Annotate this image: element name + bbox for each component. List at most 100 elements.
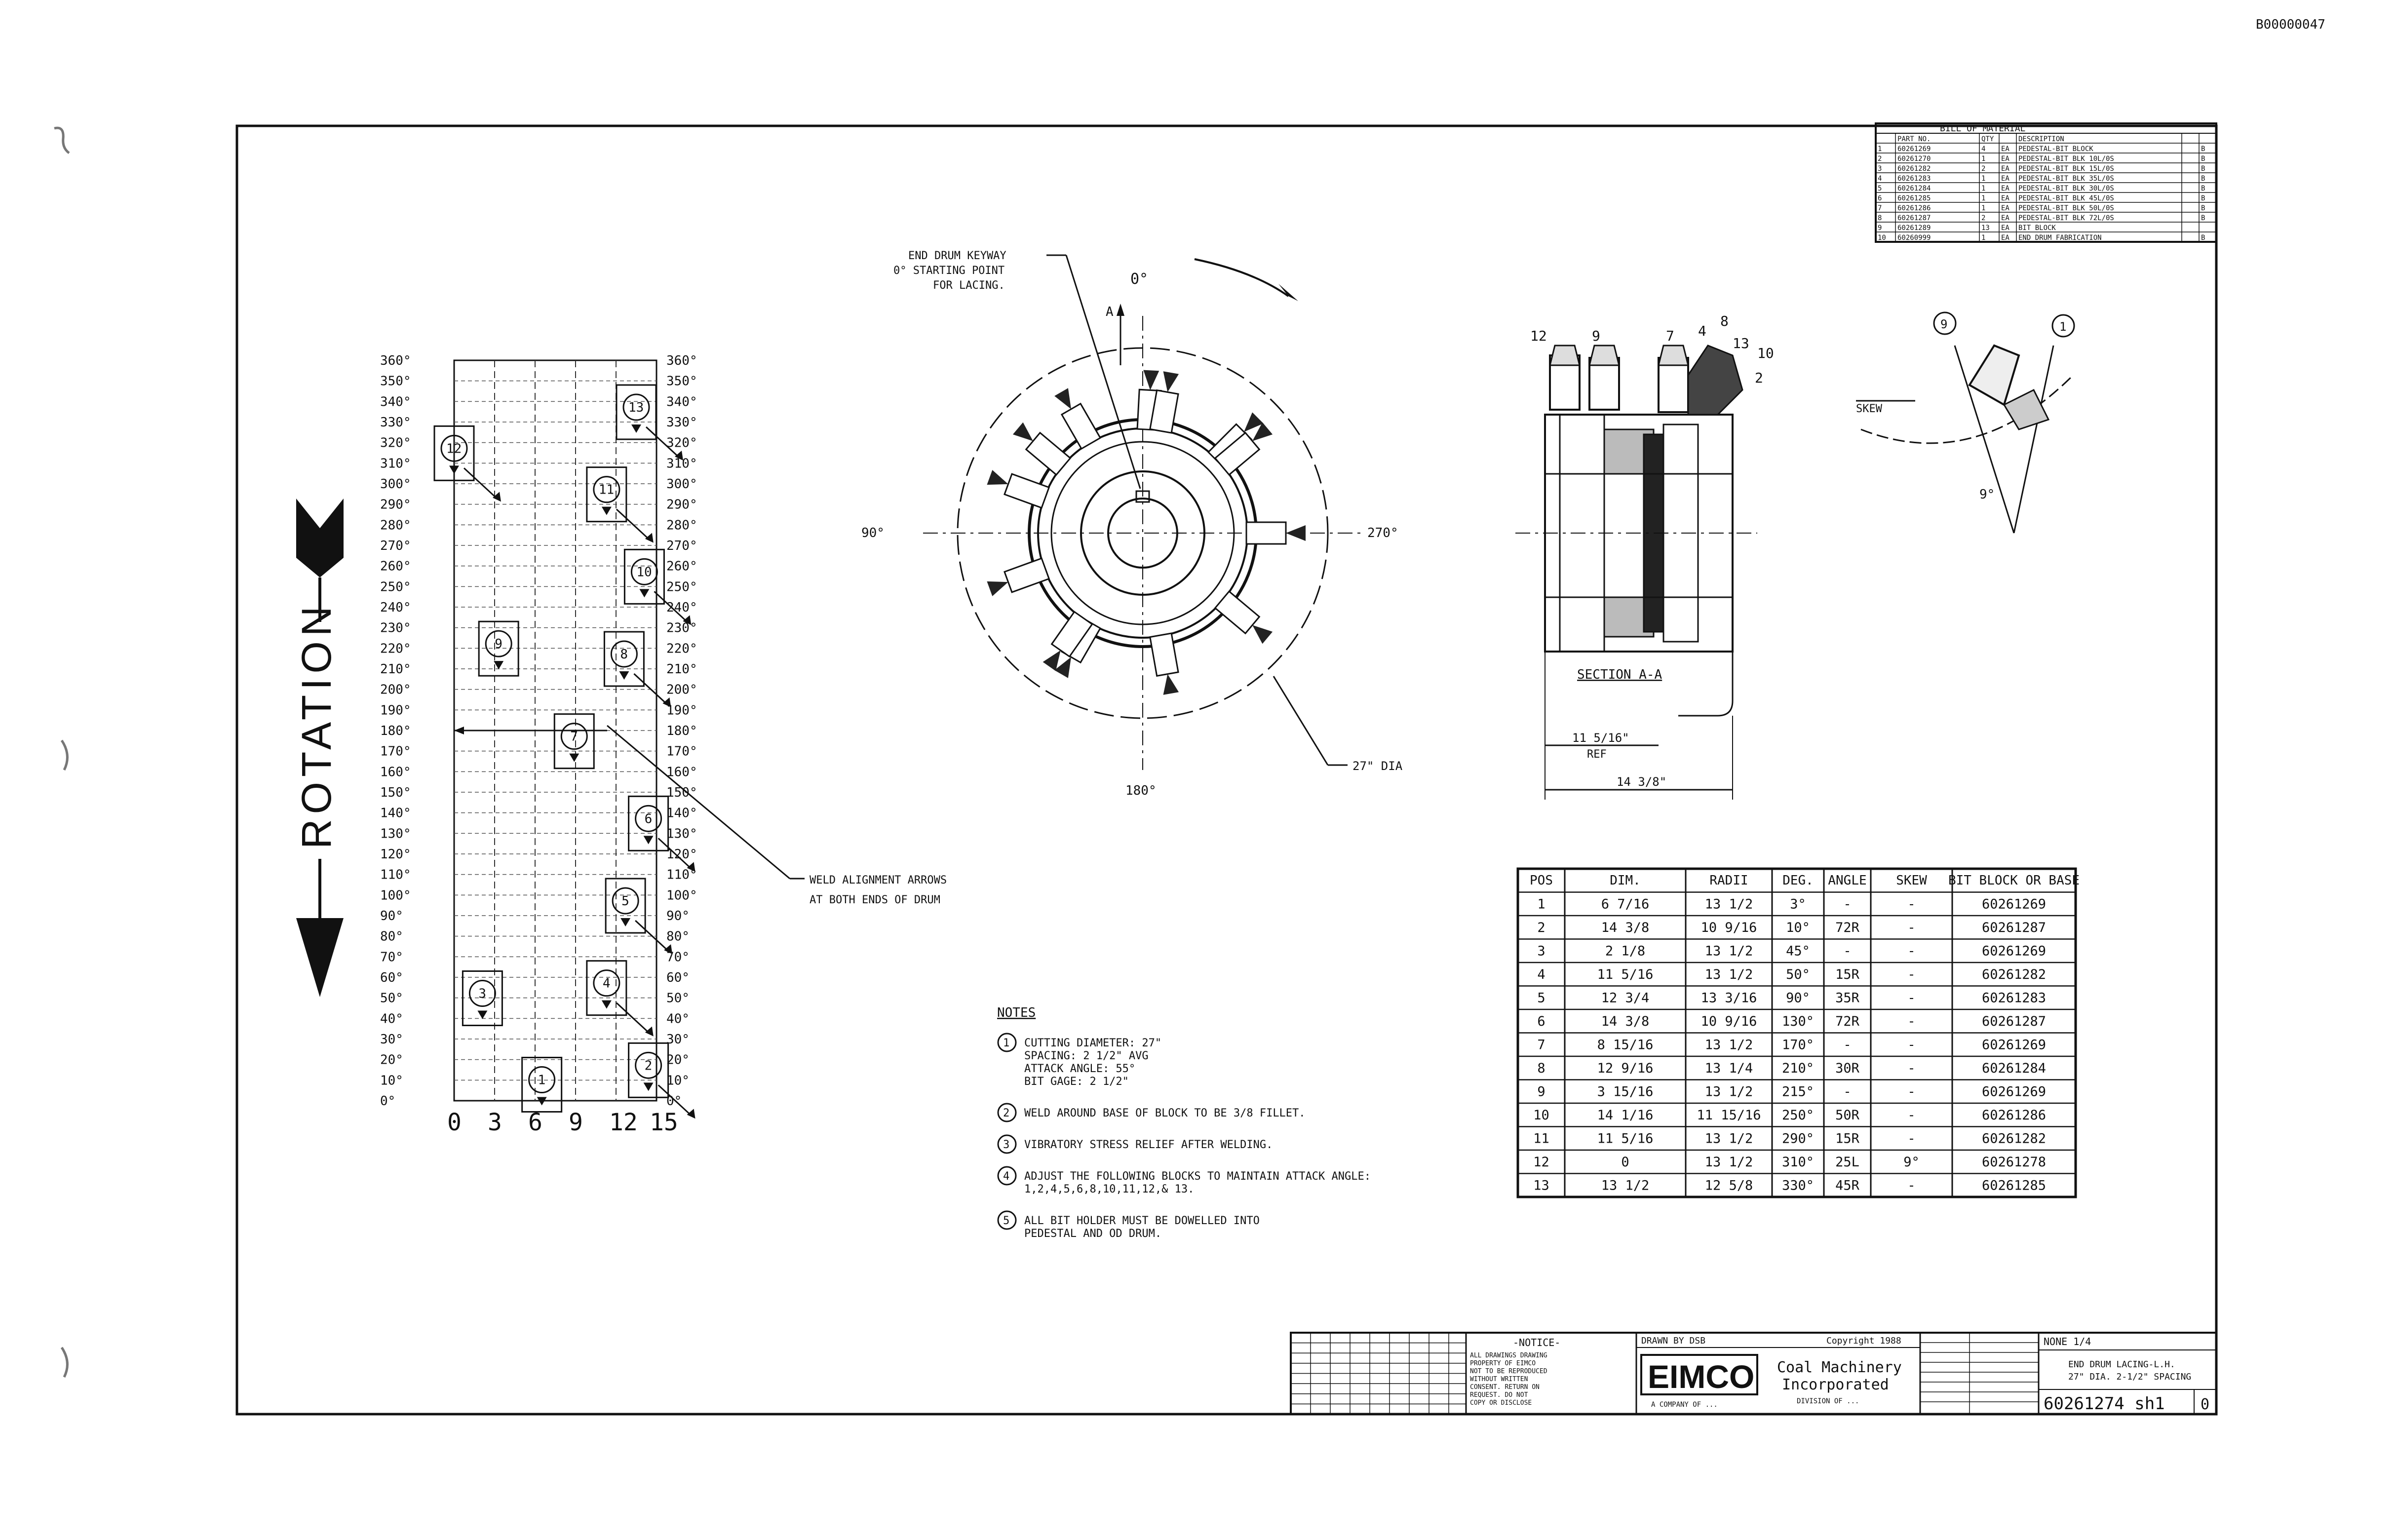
pos-table-cell: 13 1/2 <box>1601 1178 1650 1194</box>
svg-text:4: 4 <box>603 976 611 991</box>
degree-label-right: 140° <box>666 806 697 821</box>
degree-label-left: 340° <box>380 394 411 409</box>
degree-label-right: 130° <box>666 826 697 841</box>
degree-label-right: 170° <box>666 744 697 759</box>
svg-text:3: 3 <box>478 987 486 1001</box>
lacing-block-10: 10 <box>623 548 692 625</box>
pos-table-cell: 13 <box>1533 1178 1549 1194</box>
notes-title: NOTES <box>997 1005 1036 1020</box>
bom-cell: EA <box>2001 224 2009 232</box>
note-line: ADJUST THE FOLLOWING BLOCKS TO MAINTAIN … <box>1024 1170 1371 1183</box>
svg-text:4: 4 <box>1003 1170 1009 1183</box>
degree-label-left: 0° <box>380 1094 395 1109</box>
pos-table-cell: 13 1/2 <box>1705 1155 1753 1170</box>
end-view-bit-13 <box>1054 388 1102 450</box>
degree-label-right: 280° <box>666 518 697 533</box>
bom-cell: EA <box>2001 155 2009 163</box>
bom-cell: PEDESTAL-BIT BLK 10L/0S <box>2018 155 2114 163</box>
pos-table-cell: - <box>1907 991 1915 1006</box>
degree-label-right: 80° <box>666 929 690 944</box>
pos-table-cell: 3 <box>1537 944 1545 959</box>
degree-label-right: 50° <box>666 991 690 1006</box>
company-name-line-2: Incorporated <box>1782 1376 1889 1393</box>
degree-label-right: 320° <box>666 436 697 451</box>
pos-table-cell: 11 5/16 <box>1597 1131 1654 1147</box>
pos-table-cell: 35R <box>1835 991 1860 1006</box>
end-view-bit-11 <box>987 470 1050 509</box>
degree-label-left: 80° <box>380 929 403 944</box>
angle-180-label: 180° <box>1125 783 1157 798</box>
degree-label-right: 10° <box>666 1073 690 1088</box>
pos-table-cell: 60261269 <box>1982 1038 2046 1053</box>
x-axis-label: 6 <box>528 1109 542 1136</box>
dim-11-5-16: 11 5/16" <box>1572 731 1629 745</box>
section-label: SECTION A-A <box>1577 667 1662 682</box>
pos-table-cell: 13 3/16 <box>1701 991 1757 1006</box>
bom-cell: 1 <box>1981 185 1985 192</box>
end-view-bit-10 <box>987 557 1050 596</box>
lacing-block-11: 11 <box>586 466 654 543</box>
keyway-callout-line-1: END DRUM KEYWAY <box>908 250 1006 262</box>
pos-table-cell: - <box>1907 1014 1915 1029</box>
bom-cell: EA <box>2001 204 2009 212</box>
degree-label-left: 200° <box>380 683 411 697</box>
pos-table-header: POS <box>1530 873 1553 888</box>
degree-label-right: 250° <box>666 579 697 594</box>
svg-text:1: 1 <box>2059 320 2066 334</box>
pos-table-cell: 6 <box>1537 1014 1545 1029</box>
company-division: DIVISION OF ... <box>1797 1397 1859 1405</box>
pos-table-cell: 290° <box>1782 1131 1814 1147</box>
bom-cell: 60260999 <box>1897 234 1931 242</box>
bom-cell: 2 <box>1981 165 1985 173</box>
bom-cell: PEDESTAL-BIT BLK 30L/0S <box>2018 185 2114 192</box>
degree-label-left: 320° <box>380 436 411 451</box>
pos-table-cell: 60261269 <box>1982 944 2046 959</box>
dim-11-5-16-ref: REF <box>1587 748 1607 761</box>
pos-table-cell: 45° <box>1786 944 1810 959</box>
pos-table-cell: 12 <box>1533 1155 1549 1170</box>
bom-cell: 3 <box>1878 165 1882 173</box>
pos-table-cell: - <box>1907 1038 1915 1053</box>
pos-table-cell: 60261284 <box>1982 1061 2046 1076</box>
svg-text:8: 8 <box>620 647 628 662</box>
bom-cell: PEDESTAL-BIT BLK 45L/0S <box>2018 194 2114 202</box>
pos-table-cell: 2 1/8 <box>1605 944 1645 959</box>
notice-line: PROPERTY OF EIMCO <box>1470 1360 1536 1367</box>
keyway-callout-line-3: FOR LACING. <box>933 279 1005 292</box>
pos-table-cell: 6 7/16 <box>1601 897 1650 912</box>
svg-text:1: 1 <box>538 1073 546 1088</box>
svg-text:5: 5 <box>621 894 629 909</box>
bom-cell: B <box>2201 185 2205 192</box>
degree-label-right: 350° <box>666 374 697 389</box>
bom-cell: END DRUM FABRICATION <box>2018 234 2102 242</box>
scan-marks <box>54 126 70 1378</box>
bom-header: DESCRIPTION <box>2018 135 2064 143</box>
drum-end-view: A 0° 90° 270° 180° END DRUM KEYWAY 0° ST… <box>861 250 1403 798</box>
pos-table-cell: 215° <box>1782 1084 1814 1100</box>
lacing-block-3: 3 <box>462 970 503 1026</box>
notice-line: REQUEST. DO NOT <box>1470 1391 1528 1399</box>
degree-label-right: 260° <box>666 559 697 574</box>
note-line: ALL BIT HOLDER MUST BE DOWELLED INTO <box>1024 1215 1260 1227</box>
pos-table-header: DIM. <box>1610 873 1641 888</box>
svg-text:6: 6 <box>645 811 653 826</box>
pos-table-header: ANGLE <box>1828 873 1866 888</box>
bom-cell: EA <box>2001 194 2009 202</box>
svg-text:13: 13 <box>628 400 644 415</box>
section-pos-9: 9 <box>1592 328 1600 344</box>
notice-heading: -NOTICE- <box>1513 1337 1560 1348</box>
section-pos-10: 10 <box>1757 345 1774 361</box>
degree-label-left: 360° <box>380 353 411 368</box>
bom-cell: 60261286 <box>1897 204 1931 212</box>
angle-0-label: 0° <box>1130 270 1148 288</box>
section-a-a-view: 12 9 7 4 8 13 10 2 SECTION A-A 11 5/16" … <box>1515 313 1774 800</box>
lacing-block-12: 12 <box>433 425 501 502</box>
skew-detail-view: 9 1 SKEW 9° <box>1856 311 2075 534</box>
pos-table-header: RADII <box>1709 873 1748 888</box>
degree-label-right: 60° <box>666 970 690 985</box>
bom-cell: 60261282 <box>1897 165 1931 173</box>
